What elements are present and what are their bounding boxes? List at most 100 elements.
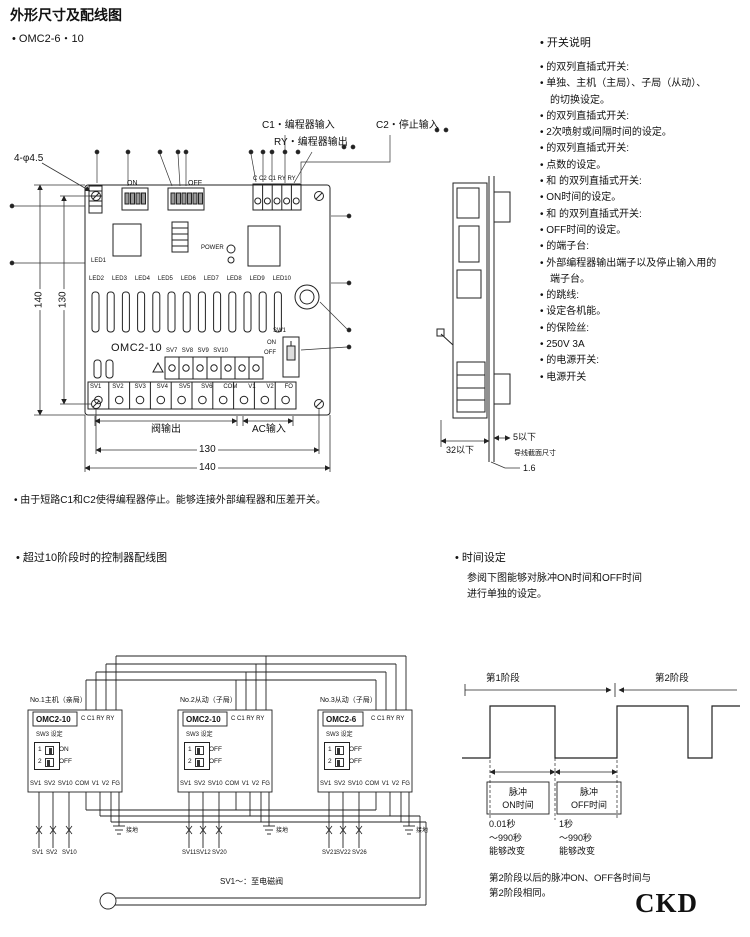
switch-notes-list: • 的双列直插式开关:• 单独、主机（主局）、子局（从动）、 的切换设定。• 的… xyxy=(540,60,746,386)
switch-notes-panel: • 开关说明 • 的双列直插式开关:• 单独、主机（主局）、子局（从动）、 的切… xyxy=(540,34,746,386)
timing-footnote-line: 第2阶段相同。 xyxy=(489,888,552,899)
jumper-block xyxy=(171,221,189,253)
dip-switch-off-icon xyxy=(167,187,205,211)
sv-label: SV7 xyxy=(166,348,178,354)
side-view xyxy=(436,176,520,469)
terminal-label: SV10 xyxy=(207,781,223,787)
off-time-note-line: 1秒 xyxy=(559,819,574,829)
terminal-label: SV2 xyxy=(43,781,56,787)
dim-height-inner: 130 xyxy=(57,289,70,311)
sv-label: SV9 xyxy=(197,348,209,354)
terminal-label: V1 xyxy=(91,781,100,787)
valve-cross-icon xyxy=(35,825,363,835)
sv-wire-label: SV1 xyxy=(32,850,44,856)
terminal-label: FO xyxy=(284,384,293,390)
sw1-on-label: ON xyxy=(267,340,276,346)
dip-row-no: 2 xyxy=(188,758,192,765)
sw3-label: SW3 设定 xyxy=(36,732,63,738)
board-name: OMC2-10 xyxy=(111,342,163,354)
terminal-label: V2 xyxy=(266,384,274,390)
dip-switch-2-icon xyxy=(195,758,204,767)
timing-desc-line: 参阅下图能够对脉冲ON时间和OFF时间 xyxy=(467,573,642,584)
ground-label: 接地 xyxy=(416,828,429,834)
controller-model: OMC2-10 xyxy=(186,715,221,724)
ac-input-label: AC输入 xyxy=(252,424,286,435)
dim-height-outer: 140 xyxy=(33,289,46,311)
switch-note-line: • 2次喷射或间隔时间的设定。 xyxy=(540,127,672,139)
dip-row-no: 1 xyxy=(38,746,42,753)
on-time-notes: 0.01秒～990秒能够改变 xyxy=(489,818,525,859)
terminal-label: COM xyxy=(365,781,380,787)
dip-switch-1-icon xyxy=(195,746,204,755)
terminal-label: V1 xyxy=(248,384,256,390)
sw3-label: SW3 设定 xyxy=(326,732,353,738)
switch-note-line: • 的端子台: xyxy=(540,241,590,253)
dip-switch-2-icon xyxy=(45,758,54,767)
dimension-lines xyxy=(34,162,331,472)
controller-model: OMC2-10 xyxy=(36,715,71,724)
off-time-notes: 1秒 ～990秒能够改变 xyxy=(559,818,595,859)
dip-switch-icon xyxy=(34,742,60,770)
pulse-on-line: 脉冲 xyxy=(508,787,527,797)
dip-row-no: 1 xyxy=(188,746,192,753)
timing-diagram-lines xyxy=(462,683,740,820)
switch-note-line: • 和 的双列直插式开关: xyxy=(540,176,642,188)
dip-switch-icon xyxy=(324,742,350,770)
pulse-waveform xyxy=(462,705,740,759)
led-label: LED7 xyxy=(203,276,219,282)
switch-note-line: • 单独、主机（主局）、子局（从动）、 xyxy=(540,78,707,90)
gap-dim-label: 5以下 xyxy=(513,432,537,442)
dip-row-val: ON xyxy=(59,746,69,753)
callout-leaders xyxy=(9,127,449,351)
dip-row-val: OFF xyxy=(59,758,72,765)
terminal-label: SV4 xyxy=(156,384,168,390)
bottom-terminal-strip xyxy=(87,381,297,410)
terminal-label: FG xyxy=(401,781,410,787)
sv-wire-label: SV12 xyxy=(196,850,211,856)
sw1-label: SW1 xyxy=(273,328,287,334)
switch-note-line: • 250V 3A xyxy=(540,339,585,351)
terminal-label: V1 xyxy=(381,781,390,787)
terminal-label: SV1 xyxy=(30,781,42,787)
power-led-icon xyxy=(226,244,236,264)
off-time-note-line: 能够改变 xyxy=(559,846,596,856)
off-time-note-line: ～990秒 xyxy=(559,832,593,843)
programmer-note: • 由于短路C1和C2使得编程器停止。能够连接外部编程器和压差开关。 xyxy=(14,495,326,506)
switch-note-line: • 和 的双列直插式开关: xyxy=(540,208,642,220)
switch-note-line: • 的电源开关: xyxy=(540,355,600,367)
terminal-label: COM xyxy=(225,781,240,787)
board-front-view xyxy=(84,183,331,416)
sv-wire-label: SV20 xyxy=(212,850,227,856)
sv-label: SV10 xyxy=(213,348,228,354)
connector-slots xyxy=(91,291,282,379)
controller-box-2: No.2从动（子局） OMC2-10 C C1 RY RY SW3 设定 1 O… xyxy=(178,695,288,873)
page-title: 外形尺寸及配线图 xyxy=(10,7,122,23)
timing-desc-line: 进行单独的设定。 xyxy=(467,589,547,600)
dip-row-val: OFF xyxy=(209,758,222,765)
led1-label: LED1 xyxy=(91,258,107,264)
controller-box-1: No.1主机（亲局） OMC2-10 C C1 RY RY SW3 设定 1 O… xyxy=(28,695,138,873)
controller-model: OMC2-6 xyxy=(326,715,357,724)
controller-top-terminals: C C1 RY RY xyxy=(371,716,405,722)
c1-annotation: C1・编程器输入 xyxy=(262,120,335,131)
valve-output-label: 阀输出 xyxy=(151,424,181,435)
led-label: LED3 xyxy=(111,276,127,282)
controller-top-terminals: C C1 RY RY xyxy=(231,716,265,722)
switch-note-line: • 的双列直插式开关: xyxy=(540,62,630,73)
controller-caption: No.1主机（亲局） xyxy=(30,697,87,704)
power-label: POWER xyxy=(201,245,224,251)
sv-label: SV8 xyxy=(181,348,194,354)
sv-wire-label: SV10 xyxy=(62,850,77,856)
on-time-note-line: 0.01秒 xyxy=(489,819,516,829)
switch-note-line: • 设定各机能。 xyxy=(540,306,607,318)
relay-block xyxy=(247,225,281,267)
